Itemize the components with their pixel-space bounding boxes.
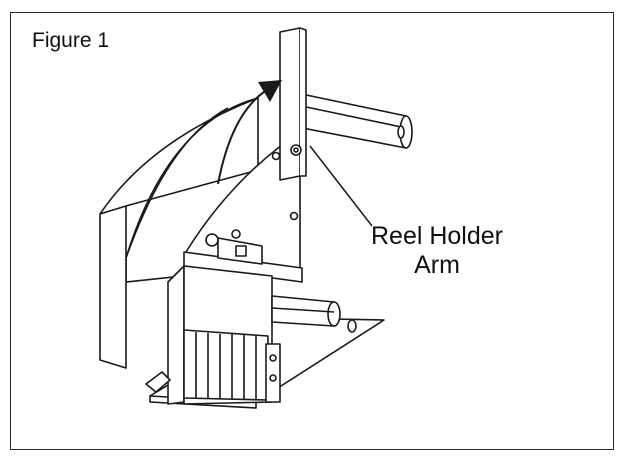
lower-roller bbox=[271, 295, 357, 333]
reel-holder-arm bbox=[279, 27, 301, 181]
plate-hole-mid bbox=[289, 211, 299, 221]
callout-label: Reel Holder Arm bbox=[364, 222, 510, 280]
pressure-rollers bbox=[183, 329, 269, 401]
callout-line-1: Reel Holder bbox=[370, 222, 503, 250]
callout-leader bbox=[309, 145, 373, 227]
housing-front-face bbox=[99, 205, 127, 369]
callout-line-2: Arm bbox=[414, 251, 460, 279]
rotation-arrow bbox=[217, 87, 271, 185]
plate-hole-low bbox=[231, 229, 241, 239]
figure-title: Figure 1 bbox=[32, 29, 110, 52]
plate-hole-top bbox=[271, 151, 281, 161]
rotation-arrowhead bbox=[258, 80, 282, 102]
reel-holder-roller bbox=[291, 91, 413, 149]
adjustment-knob bbox=[145, 371, 171, 393]
